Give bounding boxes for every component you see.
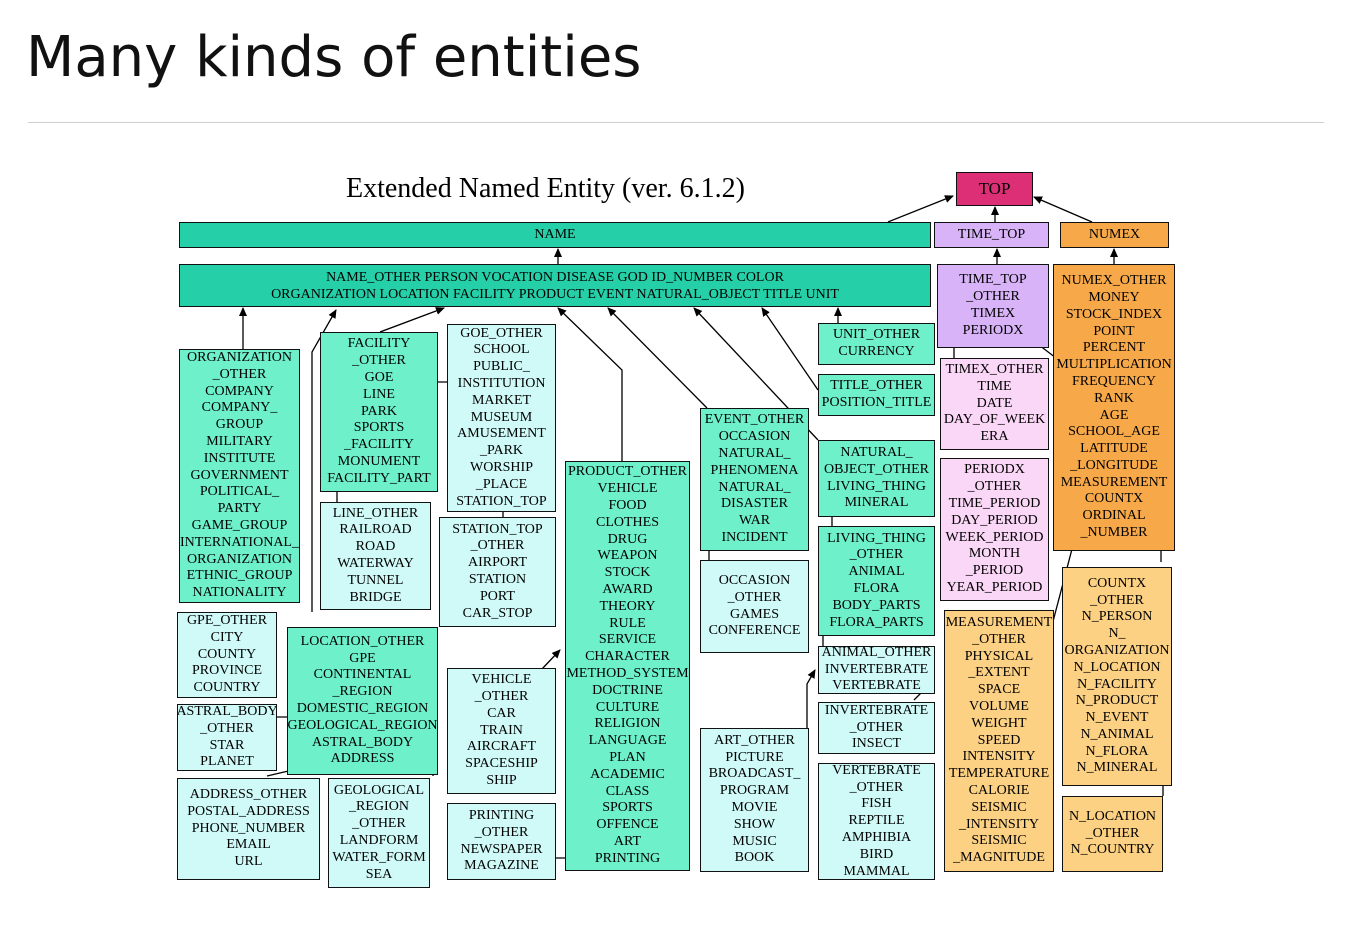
entity-box-vehicle: VEHICLE _OTHER CAR TRAIN AIRCRAFT SPACES… xyxy=(447,668,556,794)
entity-box-invertebrate: INVERTEBRATE _OTHER INSECT xyxy=(818,702,935,754)
title-divider xyxy=(28,122,1324,123)
entity-box-natural-object: NATURAL_ OBJECT_OTHER LIVING_THING MINER… xyxy=(818,440,935,517)
entity-box-vertebrate: VERTEBRATE _OTHER FISH REPTILE AMPHIBIA … xyxy=(818,763,935,880)
entity-box-address: ADDRESS_OTHER POSTAL_ADDRESS PHONE_NUMBE… xyxy=(177,778,320,880)
slide-title: Many kinds of entities xyxy=(26,25,642,90)
entity-box-facility: FACILITY _OTHER GOE LINE PARK SPORTS _FA… xyxy=(320,332,438,492)
diagram-title: Extended Named Entity (ver. 6.1.2) xyxy=(346,173,745,204)
entity-box-station-top: STATION_TOP _OTHER AIRPORT STATION PORT … xyxy=(439,517,556,627)
entity-box-occasion: OCCASION _OTHER GAMES CONFERENCE xyxy=(700,560,809,653)
entity-box-art: ART_OTHER PICTURE BROADCAST_ PROGRAM MOV… xyxy=(700,728,809,872)
entity-box-numex: NUMEX xyxy=(1060,222,1169,248)
entity-box-product: PRODUCT_OTHER VEHICLE FOOD CLOTHES DRUG … xyxy=(565,461,690,871)
entity-box-name: NAME xyxy=(179,222,931,248)
entity-box-astral-body: ASTRAL_BODY _OTHER STAR PLANET xyxy=(177,704,277,771)
entity-box-periodx: PERIODX _OTHER TIME_PERIOD DAY_PERIOD WE… xyxy=(940,458,1049,601)
entity-box-printing: PRINTING _OTHER NEWSPAPER MAGAZINE xyxy=(447,803,556,880)
entity-box-measurement: MEASUREMENT _OTHER PHYSICAL _EXTENT SPAC… xyxy=(944,610,1054,872)
entity-box-animal: ANIMAL_OTHER INVERTEBRATE VERTEBRATE xyxy=(818,646,935,694)
entity-box-top: TOP xyxy=(956,172,1033,206)
entity-box-numex-sub: NUMEX_OTHER MONEY STOCK_INDEX POINT PERC… xyxy=(1053,264,1175,551)
entity-box-organization: ORGANIZATION _OTHER COMPANY COMPANY_ GRO… xyxy=(179,349,300,603)
entity-box-unit: UNIT_OTHER CURRENCY xyxy=(818,323,935,365)
entity-box-event: EVENT_OTHER OCCASION NATURAL_ PHENOMENA … xyxy=(700,408,809,551)
entity-box-name-categories: NAME_OTHER PERSON VOCATION DISEASE GOD I… xyxy=(179,264,931,307)
entity-box-time-top: TIME_TOP xyxy=(934,222,1049,248)
entity-box-title: TITLE_OTHER POSITION_TITLE xyxy=(818,374,935,416)
entity-box-living-thing: LIVING_THING _OTHER ANIMAL FLORA BODY_PA… xyxy=(818,526,935,636)
entity-box-countx: COUNTX _OTHER N_PERSON N_ ORGANIZATION N… xyxy=(1062,567,1172,786)
entity-box-timex: TIMEX_OTHER TIME DATE DAY_OF_WEEK ERA xyxy=(940,358,1049,450)
entity-box-geological-region: GEOLOGICAL _REGION _OTHER LANDFORM WATER… xyxy=(328,778,430,888)
entity-box-location: LOCATION_OTHER GPE CONTINENTAL _REGION D… xyxy=(287,627,438,775)
entity-box-time-top-sub: TIME_TOP _OTHER TIMEX PERIODX xyxy=(937,264,1049,348)
entity-box-n-location: N_LOCATION _OTHER N_COUNTRY xyxy=(1062,796,1163,872)
entity-box-line: LINE_OTHER RAILROAD ROAD WATERWAY TUNNEL… xyxy=(320,502,431,610)
entity-box-gpe: GPE_OTHER CITY COUNTY PROVINCE COUNTRY xyxy=(177,612,277,698)
entity-box-goe: GOE_OTHER SCHOOL PUBLIC_ INSTITUTION MAR… xyxy=(447,324,556,512)
